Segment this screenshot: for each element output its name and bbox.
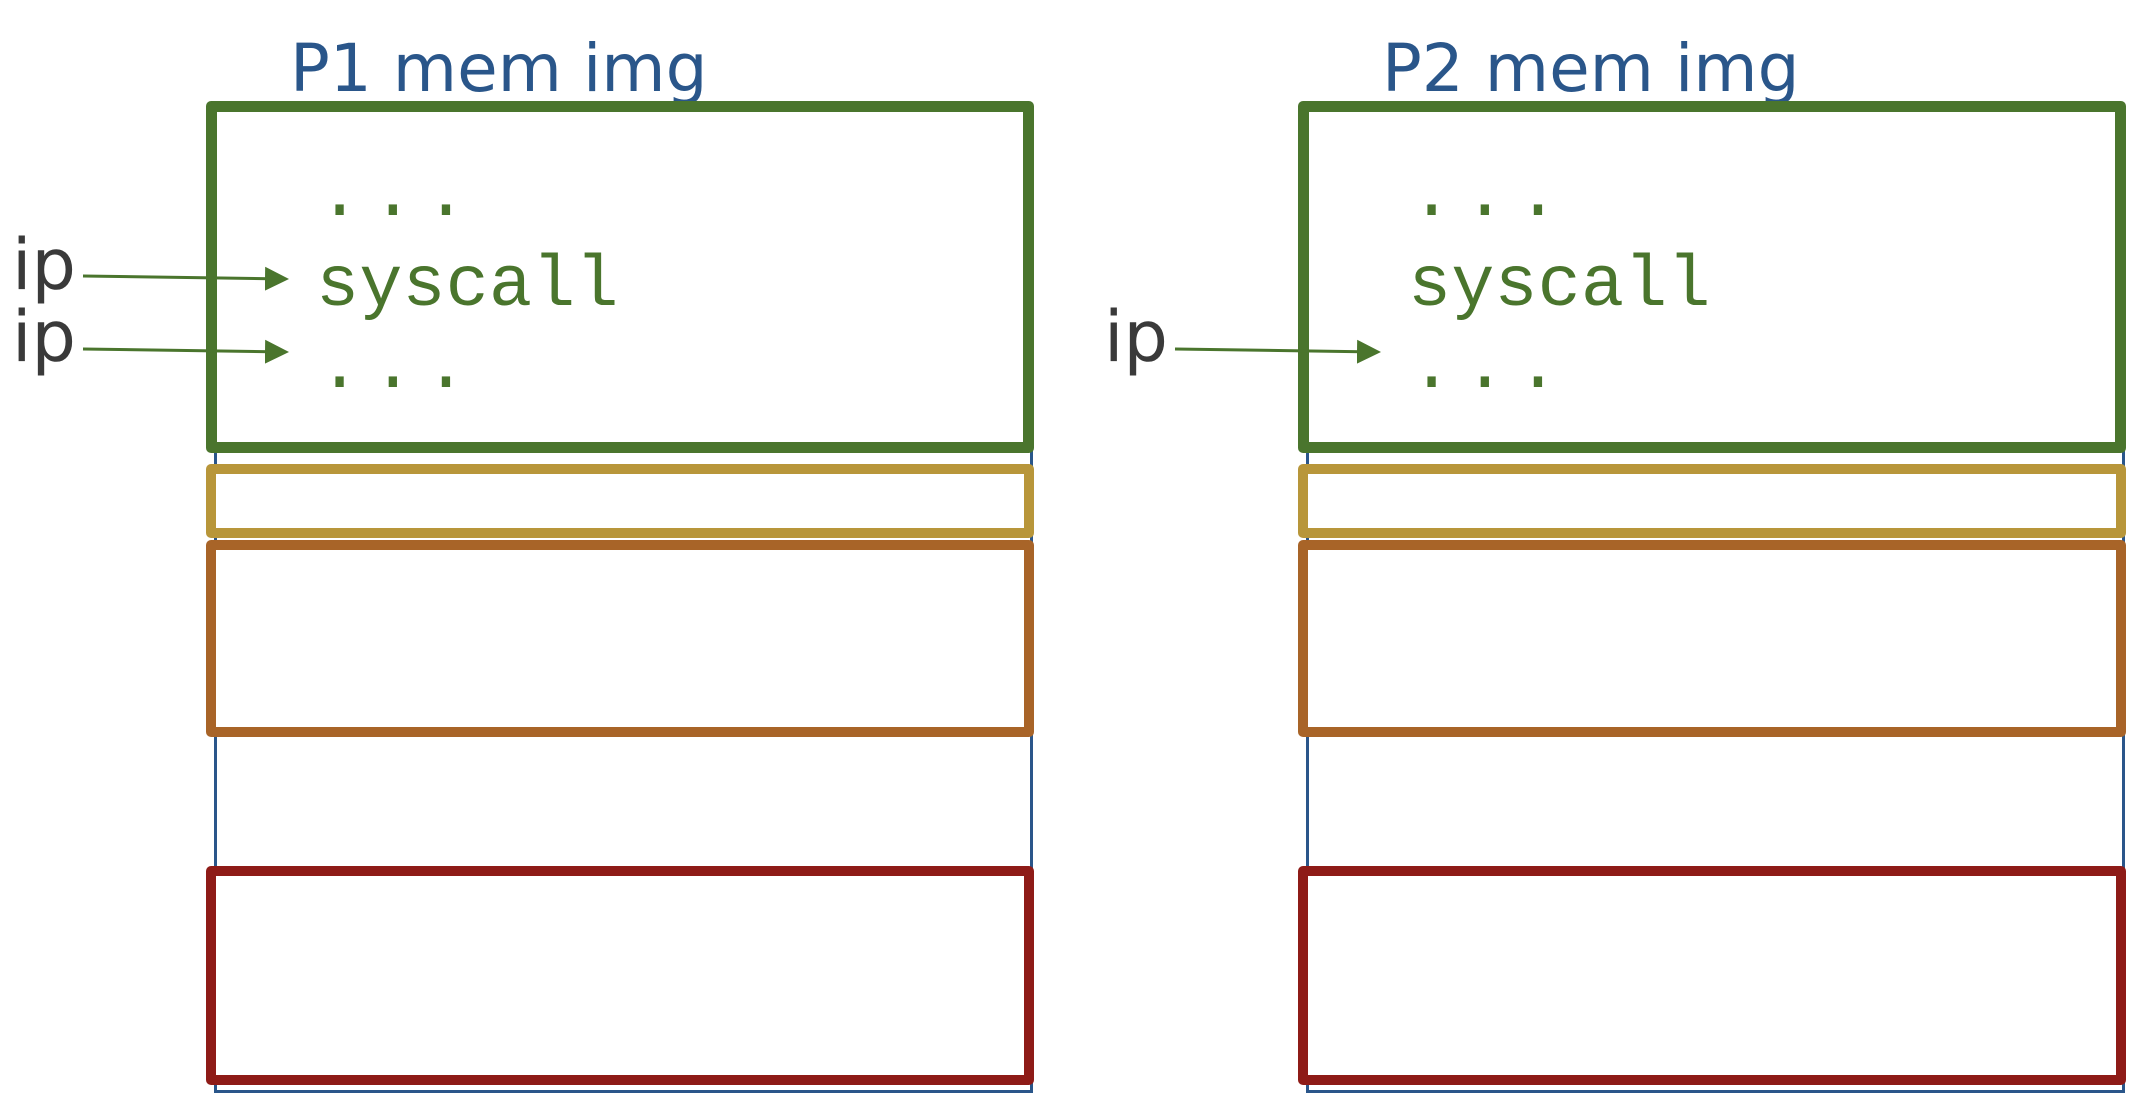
- p1-code-ellipsis-bottom: ...: [318, 327, 478, 409]
- p1-ip-label-before: ip: [12, 224, 76, 306]
- p2-stack-segment: [1298, 866, 2126, 1085]
- p2-code-ellipsis-top: ...: [1410, 155, 1570, 237]
- p1-ip-label-after: ip: [12, 296, 76, 378]
- p1-data-segment: [206, 464, 1034, 538]
- p1-heap-segment: [206, 540, 1034, 737]
- p2-code-segment: [1298, 101, 2126, 453]
- p2-code-ellipsis-bottom: ...: [1410, 327, 1570, 409]
- p1-title: P1 mem img: [290, 30, 708, 107]
- p2-title: P2 mem img: [1382, 30, 1800, 107]
- p1-stack-segment: [206, 866, 1034, 1085]
- p2-data-segment: [1298, 464, 2126, 538]
- p1-code-ellipsis-top: ...: [318, 155, 478, 237]
- p2-ip-label: ip: [1104, 296, 1168, 378]
- p1-syscall-instruction: syscall: [316, 245, 619, 327]
- p2-syscall-instruction: syscall: [1408, 245, 1711, 327]
- p2-heap-segment: [1298, 540, 2126, 737]
